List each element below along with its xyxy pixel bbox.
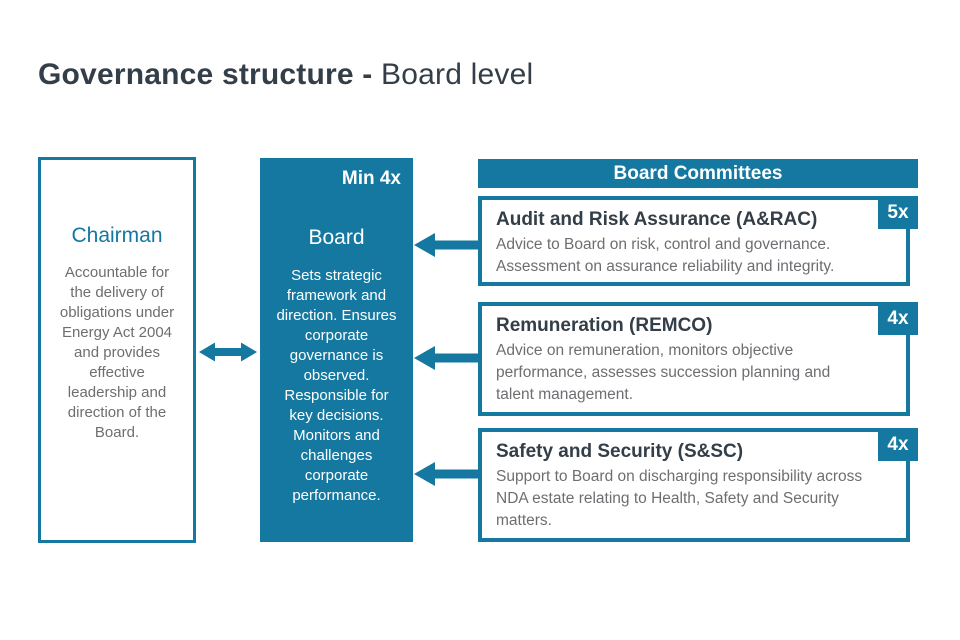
committee-1-description: Advice to Board on risk, control and gov… (496, 236, 835, 275)
committee-audit-risk-assurance: 5x Audit and Risk Assurance (A&RAC) Advi… (478, 196, 918, 286)
committee-3-frequency-badge: 4x (878, 428, 918, 461)
committee-3-description: Support to Board on discharging responsi… (496, 468, 863, 529)
board-description: Sets strategic framework and direction. … (276, 267, 397, 504)
audit-to-board-arrow (414, 232, 478, 258)
board-box: Min 4x Board Sets strategic framework an… (260, 158, 413, 542)
chairman-description: Accountable for the delivery of obligati… (59, 264, 175, 441)
committee-1-frequency-badge: 5x (878, 196, 918, 229)
committee-2-name: Remuneration (REMCO) (496, 315, 713, 336)
remuneration-to-board-arrow (414, 345, 478, 371)
committee-3-name: Safety and Security (S&SC) (496, 441, 744, 462)
left-arrow-icon (414, 346, 478, 370)
board-meeting-frequency: Min 4x (341, 168, 401, 189)
left-arrow-icon (414, 462, 478, 486)
committee-2-description: Advice on remuneration, monitors objecti… (496, 342, 831, 403)
left-arrow-icon (414, 233, 478, 257)
committee-2-frequency-badge: 4x (878, 302, 918, 335)
page-title-regular: Board level (381, 58, 534, 91)
page-title-bold: Governance structure - (38, 58, 382, 91)
chairman-box: Chairman Accountable for the delivery of… (38, 157, 196, 543)
board-committees-header: Board Committees (478, 159, 918, 188)
committee-remuneration: 4x Remuneration (REMCO) Advice on remune… (478, 302, 918, 416)
committee-1-name: Audit and Risk Assurance (A&RAC) (496, 209, 818, 230)
chairman-board-double-arrow (199, 340, 257, 364)
committee-safety-security: 4x Safety and Security (S&SC) Support to… (478, 428, 918, 542)
chairman-title: Chairman (71, 224, 163, 247)
page-title: Governance structure - Board level (38, 58, 533, 92)
safety-to-board-arrow (414, 461, 478, 487)
double-arrow-icon (199, 342, 257, 362)
board-title: Board (308, 226, 365, 249)
